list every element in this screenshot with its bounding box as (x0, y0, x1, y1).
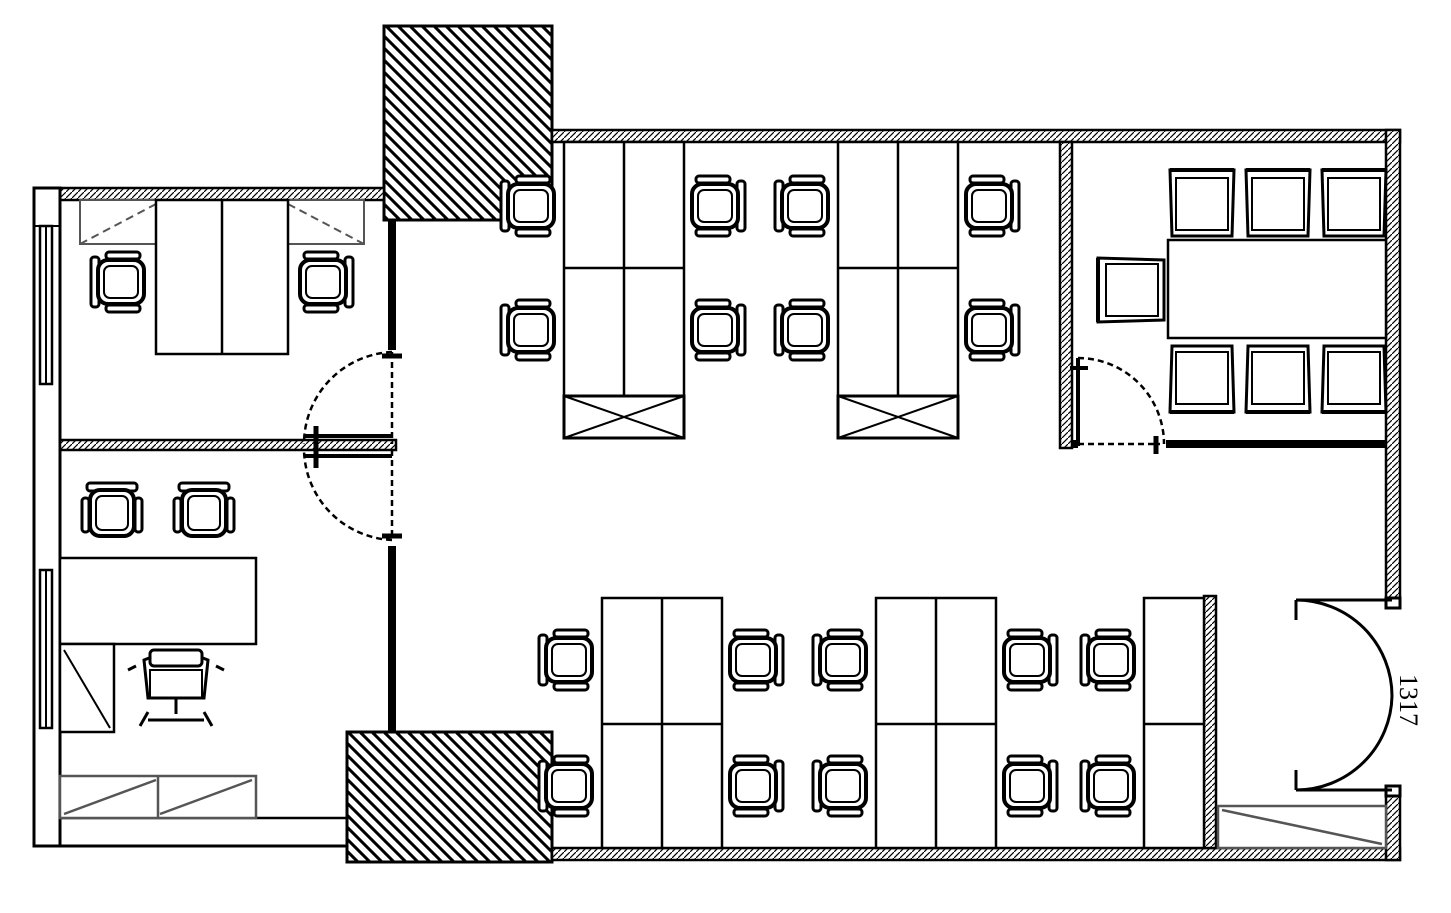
chair (773, 298, 830, 362)
partition-conference-bottom (1166, 440, 1386, 448)
chair (964, 298, 1021, 362)
conference-chair (1168, 168, 1236, 238)
entry-cabinet (1216, 804, 1388, 850)
chair (80, 481, 144, 538)
chair (1002, 754, 1059, 818)
chair (1079, 754, 1136, 818)
room-number: 1317 (1394, 674, 1423, 726)
wall-top (550, 128, 1402, 144)
workstation-cluster-upper-right (773, 140, 1021, 440)
chair (690, 174, 747, 238)
chair (690, 298, 747, 362)
chair (728, 628, 785, 692)
partition-conference-left (1058, 140, 1074, 450)
workstation-cluster-lower-right (1079, 596, 1206, 850)
conference-chair (1168, 344, 1236, 414)
chair (811, 628, 868, 692)
entry-door (1294, 596, 1402, 798)
chair (537, 628, 594, 692)
chair (728, 754, 785, 818)
workstation-cluster-upper-left (499, 140, 747, 440)
chair (1079, 628, 1136, 692)
chair (89, 250, 146, 314)
chair (172, 481, 236, 538)
workstation-cluster-lower-left (537, 596, 785, 850)
office-b (58, 481, 258, 820)
wall-right-upper (1384, 128, 1402, 606)
office-a (79, 198, 365, 356)
chair (1002, 628, 1059, 692)
chair (298, 250, 355, 314)
chair (499, 298, 556, 362)
conference-chair (1096, 256, 1166, 324)
chair (499, 174, 556, 238)
conference-room (1096, 168, 1388, 414)
column-bottom (345, 730, 554, 864)
conference-chair (1320, 344, 1388, 414)
office-door (302, 350, 402, 542)
chair (773, 174, 830, 238)
partition-offices-lower (388, 546, 396, 732)
conference-chair (1244, 344, 1312, 414)
conference-chair (1320, 168, 1388, 238)
chair (811, 754, 868, 818)
wall-bottom (550, 846, 1402, 862)
chair (964, 174, 1021, 238)
partition-between-offices (58, 438, 398, 452)
conference-table (1166, 238, 1388, 340)
partition-entry (1202, 594, 1218, 850)
wall-top-left (58, 186, 386, 202)
conference-chair (1244, 168, 1312, 238)
office-b-desk (58, 556, 258, 646)
executive-chair (127, 648, 225, 727)
chair (537, 754, 594, 818)
partition-offices-upper (388, 220, 396, 350)
workstation-cluster-lower-middle (811, 596, 1059, 850)
conference-door (1070, 356, 1166, 454)
